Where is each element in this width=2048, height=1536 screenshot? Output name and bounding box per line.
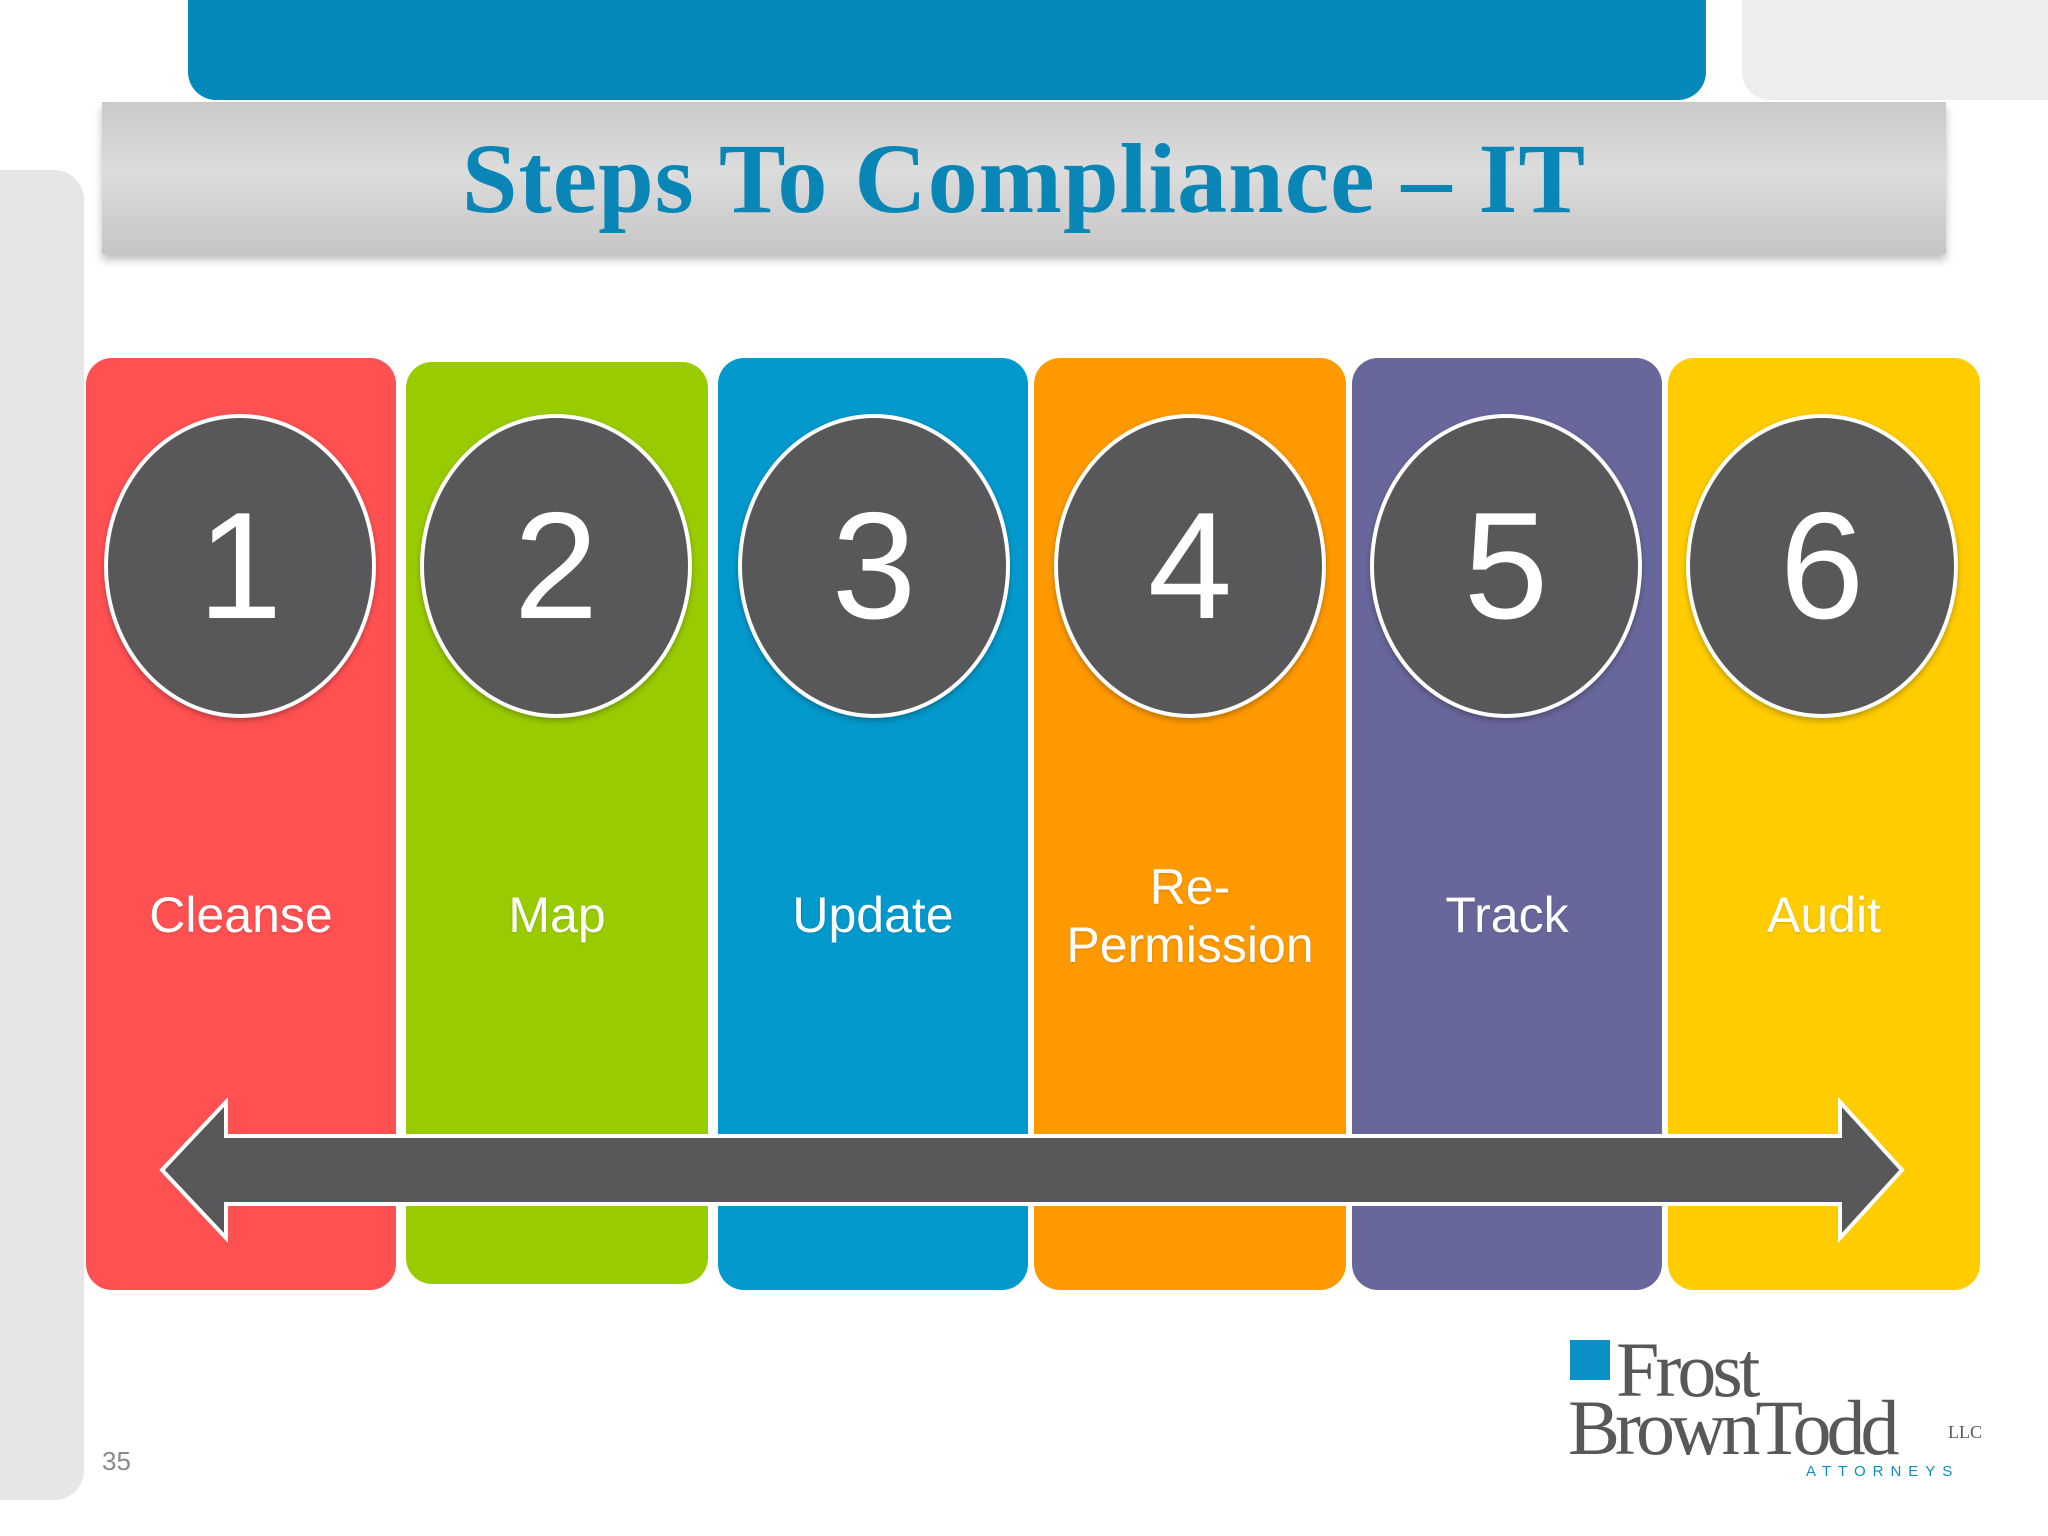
step-circle-4: 4 [1054, 414, 1326, 718]
step-label-3: Update [792, 887, 954, 943]
step-label-5: Track [1445, 887, 1569, 943]
logo-square-icon [1570, 1340, 1610, 1380]
logo-tagline: ATTORNEYS [1806, 1463, 1959, 1480]
top-right-tab [1742, 0, 2048, 100]
step-number-1: 1 [197, 481, 283, 651]
logo-line-2: BrownTodd [1568, 1384, 1900, 1471]
frost-brown-todd-logo: Frost BrownTodd LLC ATTORNEYS [1568, 1336, 1982, 1480]
left-side-strip [0, 170, 84, 1500]
step-label-6: Audit [1767, 887, 1881, 943]
logo-line-1: Frost [1616, 1336, 1761, 1413]
logo-suffix: LLC [1948, 1422, 1982, 1442]
step-number-4: 4 [1147, 481, 1233, 651]
step-number-6: 6 [1779, 481, 1865, 651]
slide-title: Steps To Compliance – IT [461, 122, 1587, 234]
step-number-2: 2 [513, 481, 599, 651]
step-number-5: 5 [1463, 481, 1549, 651]
step-circle-3: 3 [738, 414, 1010, 718]
step-label-2: Map [508, 887, 606, 943]
step-circle-6: 6 [1686, 414, 1958, 718]
step-label-1: Cleanse [149, 887, 333, 943]
top-accent-bar [188, 0, 1706, 100]
step-circle-1: 1 [104, 414, 376, 718]
page-number: 35 [102, 1446, 131, 1476]
step-label-4: Re- Permission [1066, 859, 1314, 973]
step-number-3: 3 [831, 481, 917, 651]
double-arrow-shape [159, 1096, 1905, 1244]
step-circle-2: 2 [420, 414, 692, 718]
step-circle-5: 5 [1370, 414, 1642, 718]
title-banner: Steps To Compliance – IT [102, 102, 1946, 254]
